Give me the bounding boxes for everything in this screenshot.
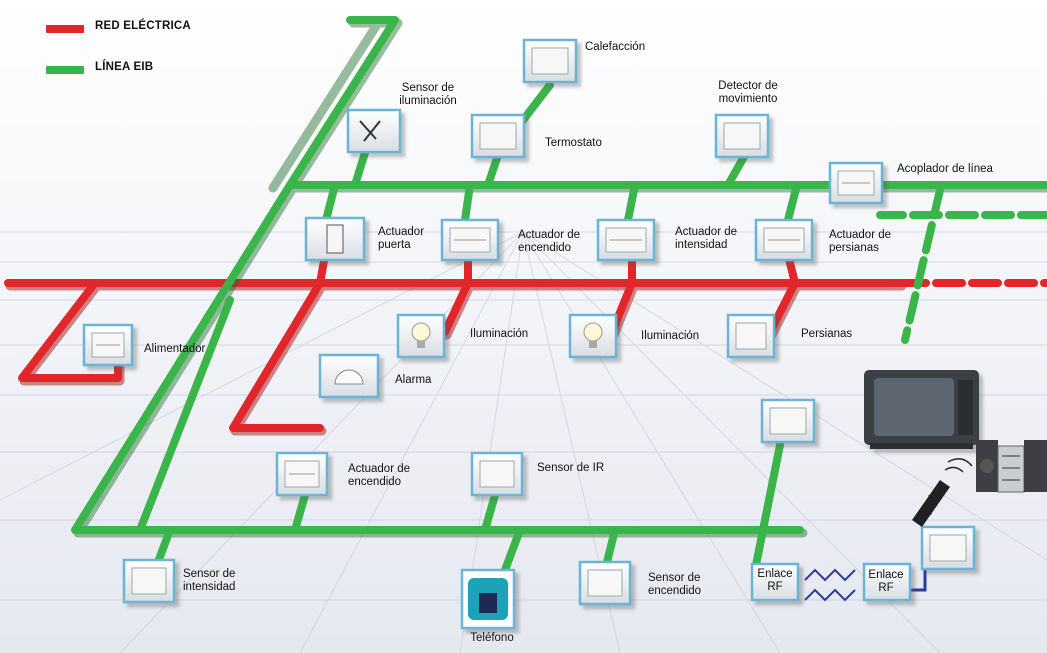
label-acoplador-linea: Acoplador de línea xyxy=(897,163,993,175)
eib-bus-network xyxy=(71,16,1047,574)
line-coupler-icon xyxy=(828,161,884,205)
label-sensor-encendido: Sensor de encendido xyxy=(648,572,702,597)
label-termostato: Termostato xyxy=(545,137,602,149)
light-bulb-icon xyxy=(396,313,446,359)
legend-green-label: LÍNEA EIB xyxy=(95,61,154,73)
label-sensor-intensidad: Sensor de intensidad xyxy=(183,568,236,593)
door-icon xyxy=(304,216,366,262)
label-iluminacion-1: Iluminación xyxy=(470,328,529,340)
rf-link-icon xyxy=(862,562,912,602)
stereo-icon xyxy=(976,440,1047,493)
label-iluminacion-2: Iluminación xyxy=(641,330,700,342)
label-actuador-puerta: Actuador puerta xyxy=(378,226,425,251)
label-actuador-intensidad: Actuador de intensidad xyxy=(675,226,738,251)
label-enlace-rf-2: Enlace RF xyxy=(868,569,904,594)
computer-icon xyxy=(920,525,976,571)
motion-detector-icon xyxy=(714,113,770,159)
legend-red-label: RED ELÉCTRICA xyxy=(95,20,191,32)
label-detector-movimiento: Detector de movimiento xyxy=(718,80,778,105)
switch-actuator-icon xyxy=(275,451,329,497)
label-actuador-encendido-1: Actuador de encendido xyxy=(518,229,581,254)
power-network xyxy=(4,246,1047,436)
rf-link-icon xyxy=(750,562,800,602)
legend-green-swatch xyxy=(46,66,84,74)
label-sensor-ir: Sensor de IR xyxy=(537,462,605,474)
label-persianas: Persianas xyxy=(801,328,853,340)
legend-red-swatch xyxy=(46,25,84,33)
telephone-icon xyxy=(460,568,516,630)
label-enlace-rf-1: Enlace RF xyxy=(757,568,793,593)
label-actuador-encendido-2: Actuador de encendido xyxy=(348,463,411,488)
label-calefaccion: Calefacción xyxy=(585,41,646,53)
power-supply-icon xyxy=(82,323,134,367)
blinds-icon xyxy=(726,313,776,359)
remote-control-icon xyxy=(912,458,973,527)
switch-actuator-icon xyxy=(440,218,500,262)
thermostat-icon xyxy=(470,113,526,159)
rf-receiver-icon xyxy=(760,398,816,444)
ir-sensor-icon xyxy=(470,451,524,497)
heater-icon xyxy=(522,38,578,84)
label-alimentador: Alimentador xyxy=(144,343,206,355)
label-actuador-persianas: Actuador de persianas xyxy=(829,229,892,254)
light-sensor-icon xyxy=(346,108,402,154)
dimmer-actuator-icon xyxy=(596,218,656,262)
switch-sensor-icon xyxy=(578,560,632,606)
alarm-icon xyxy=(318,353,380,399)
blind-actuator-icon xyxy=(754,218,814,262)
label-alarma: Alarma xyxy=(395,374,432,386)
television-icon xyxy=(864,370,979,449)
label-telefono: Teléfono xyxy=(470,632,514,644)
light-bulb-icon xyxy=(568,313,618,359)
dimmer-sensor-icon xyxy=(122,558,176,604)
label-sensor-iluminacion: Sensor de iluminación xyxy=(399,82,457,107)
